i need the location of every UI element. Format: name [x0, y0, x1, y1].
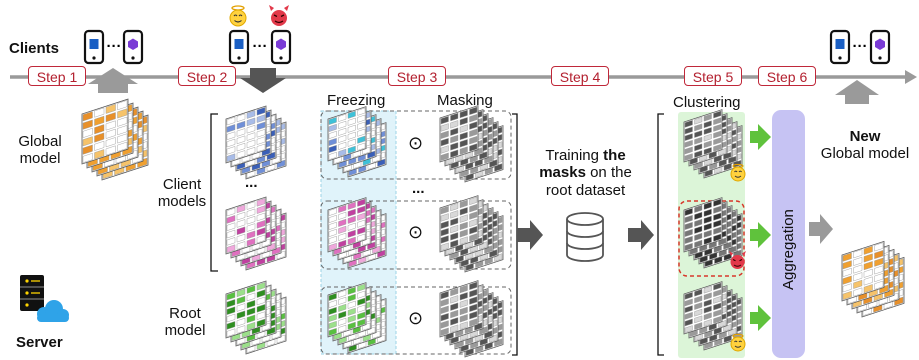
svg-text:···: ··· — [853, 38, 868, 55]
devil-face-icon — [729, 251, 746, 269]
client-model-stack — [225, 196, 287, 271]
odot-operator: ⊙ — [408, 222, 424, 242]
angel-face-icon — [730, 333, 746, 352]
database-icon — [566, 212, 604, 262]
aggregation-bar — [772, 110, 805, 358]
step-3-badge: Step 3 — [388, 66, 446, 86]
svg-text:···: ··· — [107, 38, 122, 55]
benign-mask-stack — [683, 281, 743, 351]
devil-face-icon — [269, 5, 289, 26]
frozen-model-stack — [327, 106, 387, 178]
clustering-label: Clustering — [673, 94, 741, 111]
step-2-badge: Step 2 — [178, 66, 236, 86]
root-model-stack — [225, 280, 287, 355]
step-5-badge: Step 5 — [684, 66, 742, 86]
download-arrow — [240, 68, 286, 93]
step-6-badge: Step 6 — [758, 66, 816, 86]
malicious-mask-stack — [683, 197, 743, 269]
client-phones-right: ··· — [829, 29, 891, 65]
angel-face-icon — [730, 163, 746, 182]
server-icon — [20, 275, 44, 311]
client-model-stack — [225, 105, 287, 180]
frozen-model-stack — [327, 282, 387, 354]
odot-operator: ⊙ — [408, 308, 424, 328]
clients-label: Clients — [9, 40, 60, 57]
cloud-icon — [37, 300, 69, 322]
arrow-right — [809, 214, 833, 244]
new-global-model-stack — [841, 240, 905, 318]
green-arrows — [750, 124, 771, 331]
masking-label: Masking — [437, 92, 493, 109]
aggregation-label: Aggregation — [780, 209, 797, 290]
mask-stack — [439, 105, 504, 183]
upload-arrow — [835, 80, 879, 104]
global-model-stack — [81, 98, 149, 181]
arrow-right — [628, 220, 654, 250]
client-phones-left: ··· — [83, 29, 144, 65]
angel-face-icon — [229, 5, 247, 27]
svg-text:···: ··· — [253, 38, 268, 55]
mask-stack — [439, 280, 504, 358]
ellipsis-clients: ... — [245, 174, 258, 191]
ellipsis-masks: ... — [412, 180, 425, 197]
odot-operator: ⊙ — [408, 133, 424, 153]
arrow-right — [517, 220, 543, 250]
client-models-bracket — [210, 113, 218, 272]
upload-arrow — [88, 68, 138, 93]
step-4-badge: Step 4 — [551, 66, 609, 86]
server-label: Server — [16, 334, 63, 351]
benign-mask-stack — [683, 109, 743, 179]
mask-stack — [439, 195, 504, 273]
client-phones-step2: ··· — [228, 5, 292, 65]
step-1-badge: Step 1 — [28, 66, 86, 86]
freezing-label: Freezing — [327, 92, 386, 109]
training-masks-text: Training the masks on the root dataset — [539, 147, 632, 199]
frozen-model-stack — [327, 197, 387, 269]
